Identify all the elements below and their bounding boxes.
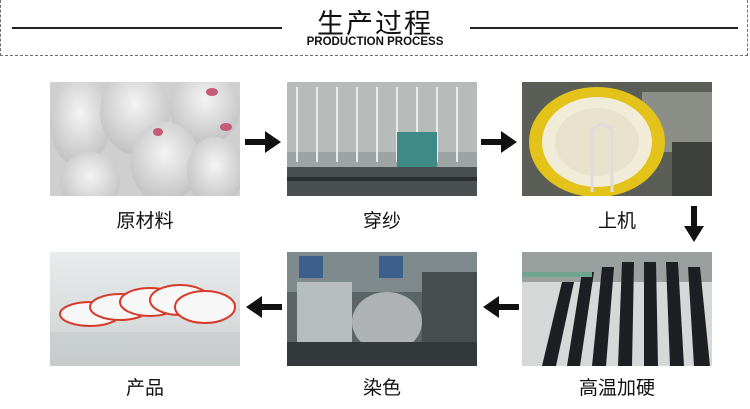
step-label-threading: 穿纱 — [362, 210, 401, 232]
step-label-raw-material: 原材料 — [116, 210, 174, 232]
step-label-high-temperature: 高温加硬 — [578, 377, 655, 399]
step-image-loom-setup — [522, 82, 712, 196]
step-image-dyeing — [287, 252, 477, 366]
arrow-right-icon — [245, 131, 281, 153]
step-label-loom-setup: 上机 — [597, 210, 636, 232]
step-label-dyeing: 染色 — [362, 377, 401, 399]
step-image-finished-product — [50, 252, 240, 366]
header-line-right — [470, 27, 738, 29]
step-image-raw-material — [50, 82, 240, 196]
arrow-right-icon — [481, 131, 517, 153]
step-label-finished-product: 产品 — [125, 377, 164, 399]
step-image-high-temperature — [522, 252, 712, 366]
arrow-down-icon — [684, 206, 704, 242]
header-frame — [0, 0, 748, 56]
arrow-left-icon — [483, 296, 519, 318]
step-image-threading — [287, 82, 477, 196]
page-title: 生产过程 — [317, 9, 433, 40]
page-subtitle: PRODUCTION PROCESS — [306, 36, 444, 48]
arrow-left-icon — [246, 296, 282, 318]
header-line-left — [12, 27, 282, 29]
